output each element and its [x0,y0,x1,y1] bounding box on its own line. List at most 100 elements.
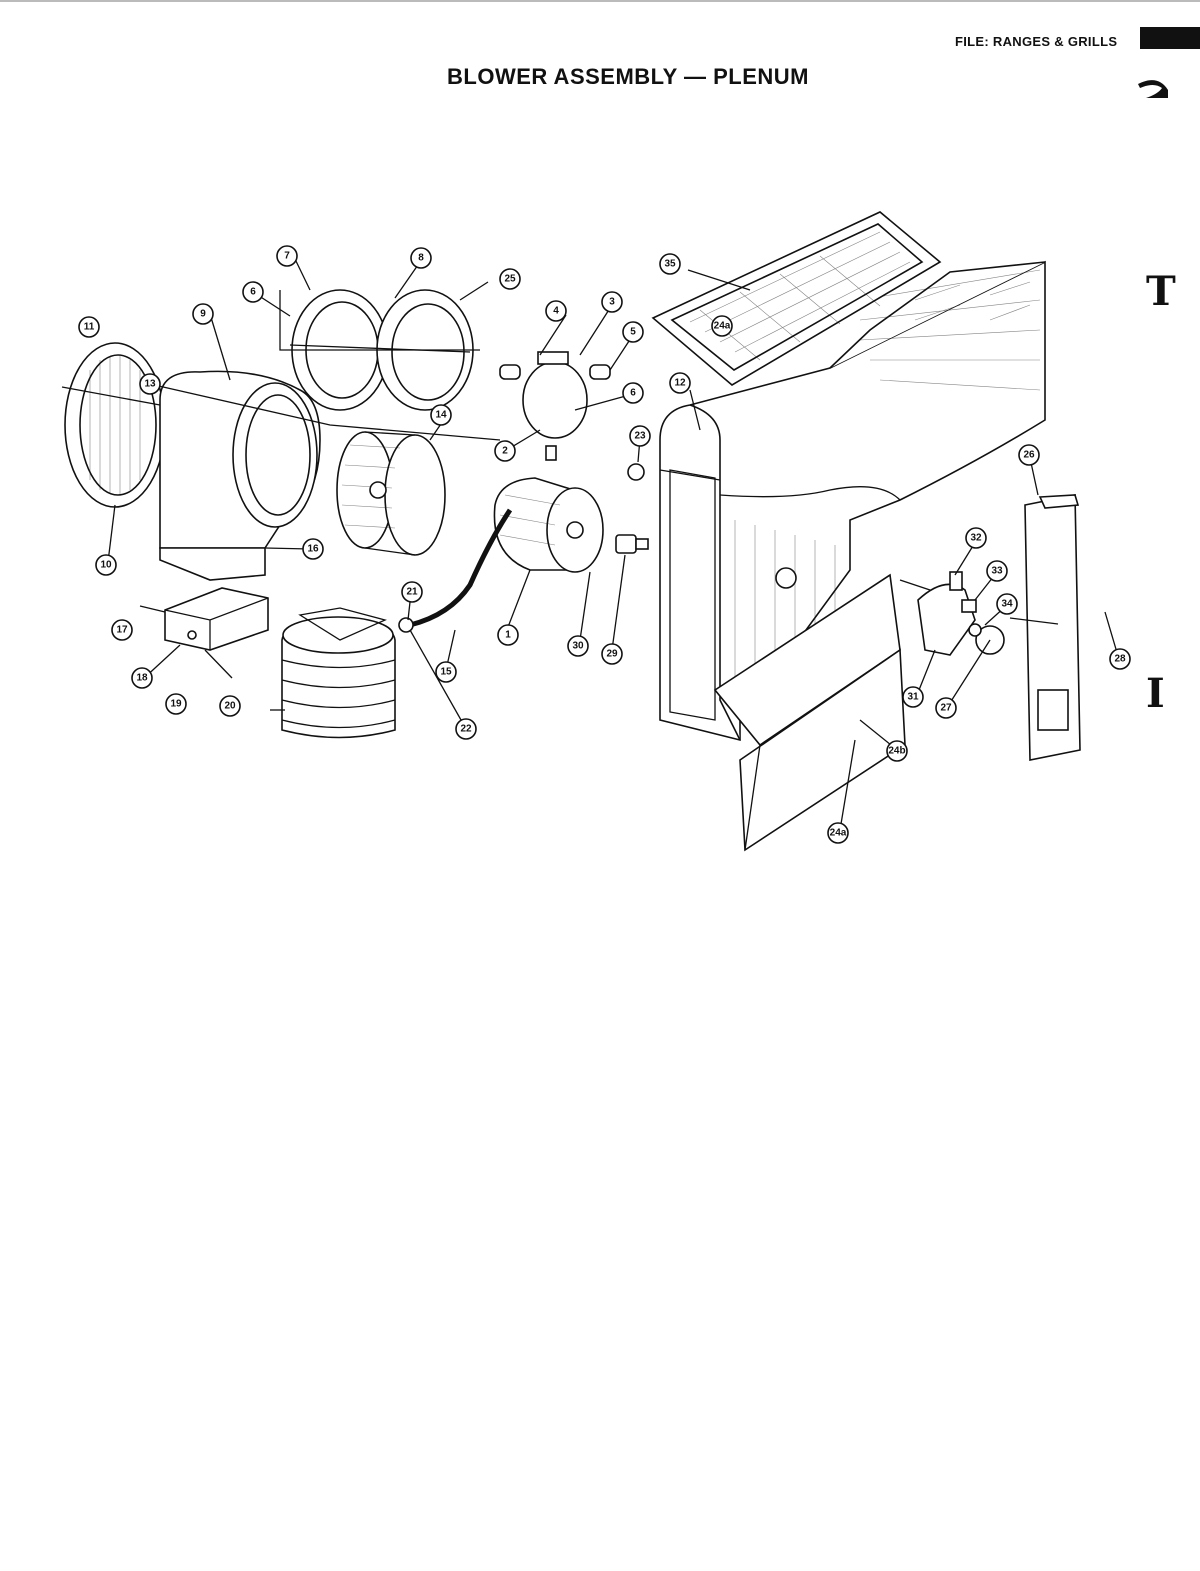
blower-wheel-14 [336,431,446,556]
svg-text:19: 19 [170,699,182,710]
bottom-panel [713,573,906,852]
svg-text:25: 25 [504,274,516,285]
filter-35 [651,211,942,386]
edge-mark-i: I [1146,670,1165,717]
callout-26: 26 [1018,444,1040,466]
svg-text:11: 11 [84,322,95,333]
callout-12: 12 [669,372,691,394]
callout-16: 16 [302,538,324,560]
svg-text:24b: 24b [888,746,905,757]
callout-35: 35 [659,253,681,275]
svg-text:28: 28 [1114,654,1126,665]
callout-33: 33 [986,560,1008,582]
callout-34: 34 [996,593,1018,615]
coupling-29 [615,534,649,554]
callout-17: 17 [111,619,133,641]
svg-text:22: 22 [460,724,472,735]
callout-28: 28 [1109,648,1131,670]
svg-text:30: 30 [572,641,584,652]
svg-text:6: 6 [250,287,256,298]
svg-text:10: 10 [100,560,112,571]
svg-text:17: 17 [116,625,128,636]
callout-32: 32 [965,527,987,549]
callout-7: 7 [276,245,298,267]
svg-text:1: 1 [505,630,511,641]
callout-10: 10 [95,554,117,576]
callout-30: 30 [567,635,589,657]
svg-text:16: 16 [307,544,319,555]
svg-text:13: 13 [144,379,156,390]
svg-text:2: 2 [502,446,508,457]
svg-text:7: 7 [284,251,290,262]
callout-14: 14 [430,404,452,426]
duct-collar-20 [281,607,396,739]
callout-13: 13 [139,373,161,395]
callout-23: 23 [629,425,651,447]
callout-24a-panel: 24a [827,822,849,844]
black-index-tab [1140,27,1200,49]
callout-6-bracket: 6 [622,382,644,404]
svg-text:15: 15 [440,667,452,678]
svg-text:21: 21 [406,587,418,598]
svg-text:23: 23 [634,431,646,442]
svg-text:33: 33 [991,566,1003,577]
svg-text:3: 3 [609,297,615,308]
callout-24a-filter: 24a [711,315,733,337]
svg-text:24a: 24a [714,321,731,332]
light-panel-26 [1009,494,1081,761]
callout-11: 11 [78,316,100,338]
junction-box-19 [139,587,269,651]
plenum-body [659,260,1046,742]
page-title: BLOWER ASSEMBLY — PLENUM [447,64,809,89]
svg-text:6: 6 [630,388,636,399]
motor-1 [493,477,604,573]
callout-27: 27 [935,697,957,719]
callout-5: 5 [622,321,644,343]
back-plate-10 [64,342,166,508]
edge-mark-t: T [1146,268,1176,315]
svg-text:8: 8 [418,253,424,264]
callout-8: 8 [410,247,432,269]
callout-15: 15 [435,661,457,683]
svg-text:18: 18 [136,673,148,684]
svg-text:31: 31 [907,692,919,703]
svg-text:12: 12 [674,378,686,389]
svg-text:26: 26 [1023,450,1035,461]
edge-mark-hook [1138,80,1168,98]
motor-bracket-2 [499,351,611,461]
svg-text:20: 20 [224,701,236,712]
svg-text:34: 34 [1001,599,1013,610]
svg-text:4: 4 [553,306,559,317]
file-label: FILE: RANGES & GRILLS [955,34,1118,49]
callout-6-housing: 6 [242,281,264,303]
callout-3: 3 [601,291,623,313]
callout-24b: 24b [886,740,908,762]
callout-9: 9 [192,303,214,325]
callout-4: 4 [545,300,567,322]
flex-conduit-15 [409,508,513,628]
callout-18: 18 [131,667,153,689]
callout-21: 21 [401,581,423,603]
callout-20: 20 [219,695,241,717]
callout-25: 25 [499,268,521,290]
svg-text:14: 14 [435,410,447,421]
svg-text:24a: 24a [830,828,847,839]
svg-text:27: 27 [940,703,952,714]
svg-text:32: 32 [970,533,982,544]
callout-29: 29 [601,643,623,665]
callout-1: 1 [497,624,519,646]
svg-text:35: 35 [664,259,676,270]
lamp-socket-assembly [899,571,1005,656]
callout-31: 31 [902,686,924,708]
blower-housing-9 [159,370,321,581]
bushing-23 [627,463,645,481]
callout-2: 2 [494,440,516,462]
svg-text:29: 29 [606,649,618,660]
svg-text:9: 9 [200,309,206,320]
callout-22: 22 [455,718,477,740]
svg-text:5: 5 [630,327,636,338]
callout-19: 19 [165,693,187,715]
callouts: 1 2 3 4 5 6 6 7 8 9 10 11 12 13 14 15 16… [78,245,1131,844]
